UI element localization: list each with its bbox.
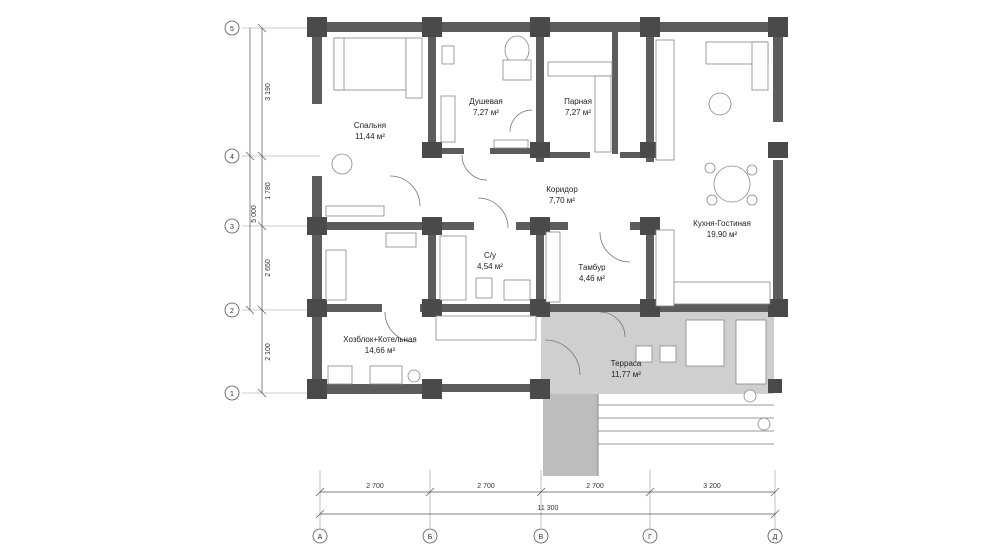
dim-left-1: 3 190 [265,83,272,101]
room-name-vestibule: Тамбур [578,263,606,272]
furniture [325,35,771,431]
axis-label-row-2: 2 [230,308,234,315]
axis-label-row-4: 4 [230,154,234,161]
room-name-terrace: Терраса [611,359,642,368]
room-area-kitchen: 19,90 м² [707,230,738,239]
room-name-kitchen: Кухня-Гостиная [693,219,751,228]
room-area-vestibule: 4,46 м² [579,274,605,283]
room-area-shower: 7,27 м² [473,108,499,117]
axis-label-col-g: Г [648,534,652,541]
axis-label-col-b: Б [428,534,433,541]
axis-label-row-3: 3 [230,224,234,231]
axis-label-row-5: 5 [230,26,234,33]
axis-label-col-v: В [539,534,544,541]
dim-left-3: 2 650 [265,259,272,277]
room-name-shower: Душевая [469,97,502,106]
room-name-wc: С/у [484,251,496,260]
axis-label-col-d: Д [773,534,778,541]
axis-label-row-1: 1 [230,391,234,398]
room-area-terrace: 11,77 м² [611,370,641,379]
dim-left-inner: 5 000 [251,205,258,223]
room-area-steam: 7,27 м² [565,108,591,117]
dim-bottom-4: 3 200 [703,483,721,490]
room-area-utility: 14,66 м² [365,346,396,355]
room-area-corridor: 7,70 м² [549,196,575,205]
doors [384,109,631,376]
room-name-corridor: Коридор [546,185,578,194]
room-name-utility: Хозблок+Котельная [343,335,417,344]
dim-bottom-total: 11 300 [538,505,559,512]
room-name-steam: Парная [564,97,592,106]
left-dimensions: 3 190 1 780 2 650 2 100 5 000 [245,23,272,398]
dim-left-4: 2 100 [265,343,272,361]
axis-label-col-a: А [318,534,323,541]
left-axis-markers: 5 4 3 2 1 [224,20,240,401]
dim-bottom-2: 2 700 [477,483,495,490]
room-area-bedroom: 11,44 м² [355,132,385,141]
room-area-wc: 4,54 м² [477,262,503,271]
log-posts [307,17,788,399]
dim-left-2: 1 780 [265,182,272,200]
bottom-dimensions: 2 700 2 700 2 700 3 200 11 300 [315,483,780,519]
room-labels: Спальня 11,44 м² Душевая 7,27 м² Парная … [343,97,751,379]
bottom-axis-markers: А Б В Г Д [312,528,783,544]
dim-bottom-1: 2 700 [366,483,384,490]
terrace-area [541,312,774,476]
room-name-bedroom: Спальня [354,121,386,130]
dim-bottom-3: 2 700 [586,483,604,490]
